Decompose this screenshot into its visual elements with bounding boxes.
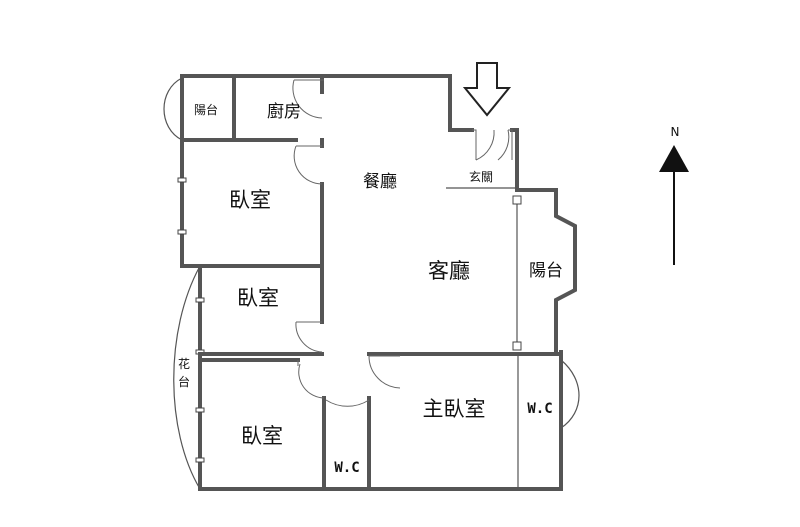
room-label-planter-1: 花 [178, 356, 190, 371]
room-label-planter-2: 台 [178, 374, 190, 389]
wc-bay-curve [560, 359, 580, 429]
room-label-wc-2: W.C [527, 401, 552, 417]
room-label-dining: 餐廳 [363, 172, 397, 192]
room-label-wc-1: W.C [334, 460, 359, 476]
balcony-curve [163, 77, 183, 141]
room-label-kitchen: 廚房 [267, 101, 301, 122]
room-label-living: 客廳 [428, 259, 470, 283]
doors [292, 79, 513, 407]
room-label-bedroom-1: 臥室 [229, 188, 271, 212]
room-label-balcony-right: 陽台 [529, 261, 563, 281]
room-label-bedroom-2: 臥室 [237, 286, 279, 310]
room-label-entrance: 玄關 [469, 169, 493, 184]
compass-north-label: N [671, 125, 680, 139]
room-label-balcony-top-left: 陽台 [194, 102, 218, 117]
north-arrow-icon [659, 145, 689, 265]
planter-curve [173, 265, 201, 490]
room-label-master-bedroom: 主臥室 [423, 397, 486, 421]
room-label-bedroom-3: 臥室 [241, 424, 283, 448]
entrance-arrow-icon [462, 62, 512, 117]
interior-walls [198, 138, 563, 491]
windows [177, 177, 522, 463]
